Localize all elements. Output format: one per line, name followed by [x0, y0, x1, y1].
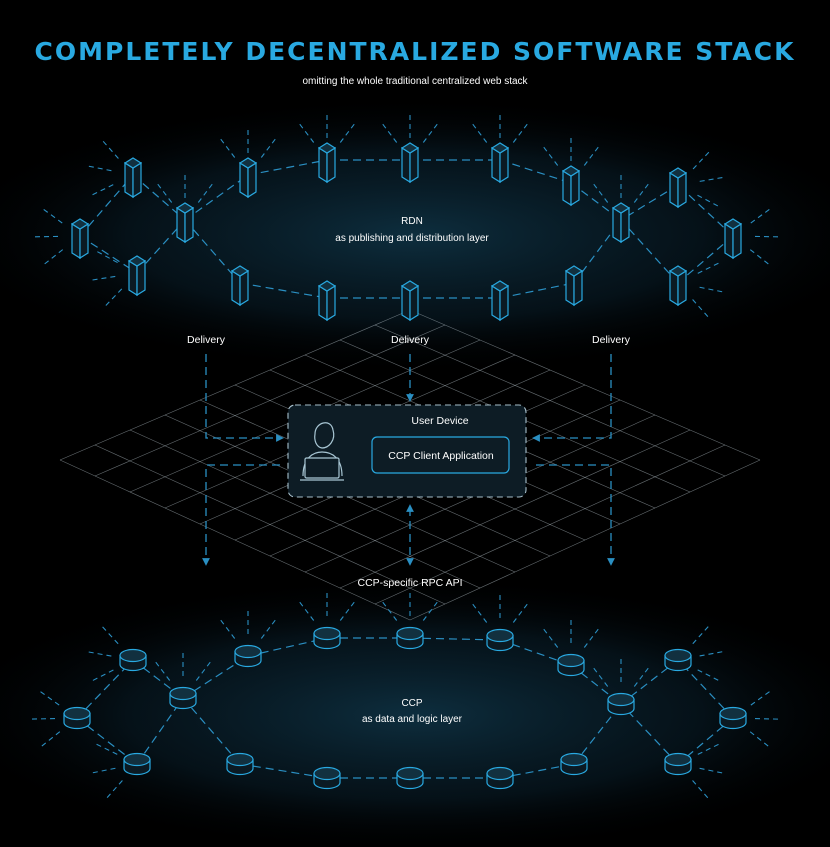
- ccp-connections: [31, 592, 779, 799]
- database-icon: [313, 766, 341, 790]
- server-icon: [400, 280, 420, 322]
- delivery-arrow-right: [532, 354, 612, 442]
- rdn-glow: [0, 95, 830, 375]
- user-at-laptop-icon: [300, 422, 344, 481]
- ccp-nodes: [63, 626, 747, 790]
- server-icon: [561, 165, 581, 207]
- server-icon: [564, 265, 584, 307]
- user-device-title: User Device: [411, 415, 468, 427]
- database-icon: [226, 752, 254, 776]
- database-icon: [664, 648, 692, 672]
- server-icon: [317, 280, 337, 322]
- database-icon: [664, 752, 692, 776]
- page-subtitle: omitting the whole traditional centraliz…: [302, 76, 528, 87]
- user-device: User Device CCP Client Application: [287, 404, 527, 498]
- server-icon: [723, 218, 743, 260]
- rdn-connections: [33, 114, 780, 318]
- database-icon: [719, 706, 747, 730]
- database-icon: [396, 626, 424, 650]
- server-icon: [230, 265, 250, 307]
- database-icon: [486, 766, 514, 790]
- server-icon: [317, 142, 337, 184]
- database-icon: [63, 706, 91, 730]
- database-icon: [234, 644, 262, 668]
- ccp-description: as data and logic layer: [362, 714, 463, 725]
- server-icon: [490, 142, 510, 184]
- page-title: COMPLETELY DECENTRALIZED SOFTWARE STACK: [35, 37, 796, 66]
- delivery-arrow-left: [205, 354, 284, 442]
- database-icon: [557, 653, 585, 677]
- database-icon: [313, 626, 341, 650]
- database-icon: [169, 686, 197, 710]
- ccp-title: CCP: [401, 698, 422, 709]
- database-icon: [607, 692, 635, 716]
- ccp-client-app-label: CCP Client Application: [388, 450, 494, 462]
- database-icon: [486, 628, 514, 652]
- delivery-label-right: Delivery: [592, 334, 631, 346]
- server-icon: [175, 202, 195, 244]
- server-icon: [490, 280, 510, 322]
- ccp-client-app-box: [371, 436, 510, 474]
- server-icon: [400, 142, 420, 184]
- delivery-label-left: Delivery: [187, 334, 226, 346]
- server-icon: [611, 202, 631, 244]
- server-icon: [70, 218, 90, 260]
- server-icon: [123, 157, 143, 199]
- database-icon: [119, 648, 147, 672]
- server-icon: [668, 167, 688, 209]
- rdn-nodes: [70, 142, 743, 322]
- database-icon: [123, 752, 151, 776]
- rdn-title: RDN: [401, 216, 423, 227]
- rpc-api-label: CCP-specific RPC API: [357, 577, 462, 589]
- ccp-glow: [0, 575, 830, 847]
- flow-arrows: [202, 354, 615, 566]
- delivery-label-center: Delivery: [391, 334, 430, 346]
- server-icon: [127, 255, 147, 297]
- server-icon: [238, 157, 258, 199]
- user-device-frame: [287, 404, 527, 498]
- rdn-description: as publishing and distribution layer: [335, 233, 489, 244]
- database-icon: [396, 766, 424, 790]
- database-icon: [560, 752, 588, 776]
- server-icon: [668, 265, 688, 307]
